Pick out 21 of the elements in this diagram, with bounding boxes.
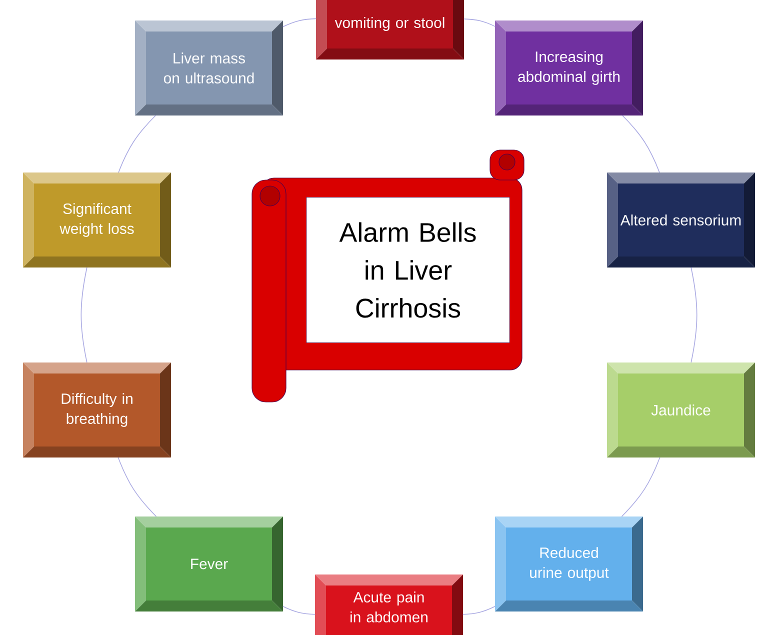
circle-arc [282, 606, 316, 615]
bevel-box: Difficulty in breathing [23, 362, 171, 458]
circle-arc [462, 606, 496, 615]
circle-arc [118, 115, 156, 173]
circle-arc [464, 18, 496, 27]
bevel-box: Reduced urine output [495, 516, 643, 612]
bevel-box: Jaundice [607, 362, 755, 458]
scroll-banner: Alarm Bells in Liver Cirrhosis [252, 150, 524, 402]
circle-arc [621, 457, 660, 517]
bevel-box: Significant weight loss [23, 172, 171, 268]
bevel-box: Fever [135, 516, 283, 612]
circle-arc [80, 267, 88, 363]
bevel-box: Acute pain in abdomen [315, 574, 463, 635]
circle-arc [690, 267, 698, 363]
bevel-box: Altered sensorium [607, 172, 755, 268]
bevel-box: vomiting or stool [316, 0, 464, 60]
circle-arc [118, 457, 157, 517]
bevel-box: Liver mass on ultrasound [135, 20, 283, 116]
bevel-box: Increasing abdominal girth [495, 20, 643, 116]
circle-arc [282, 18, 316, 28]
circle-arc [622, 115, 660, 173]
